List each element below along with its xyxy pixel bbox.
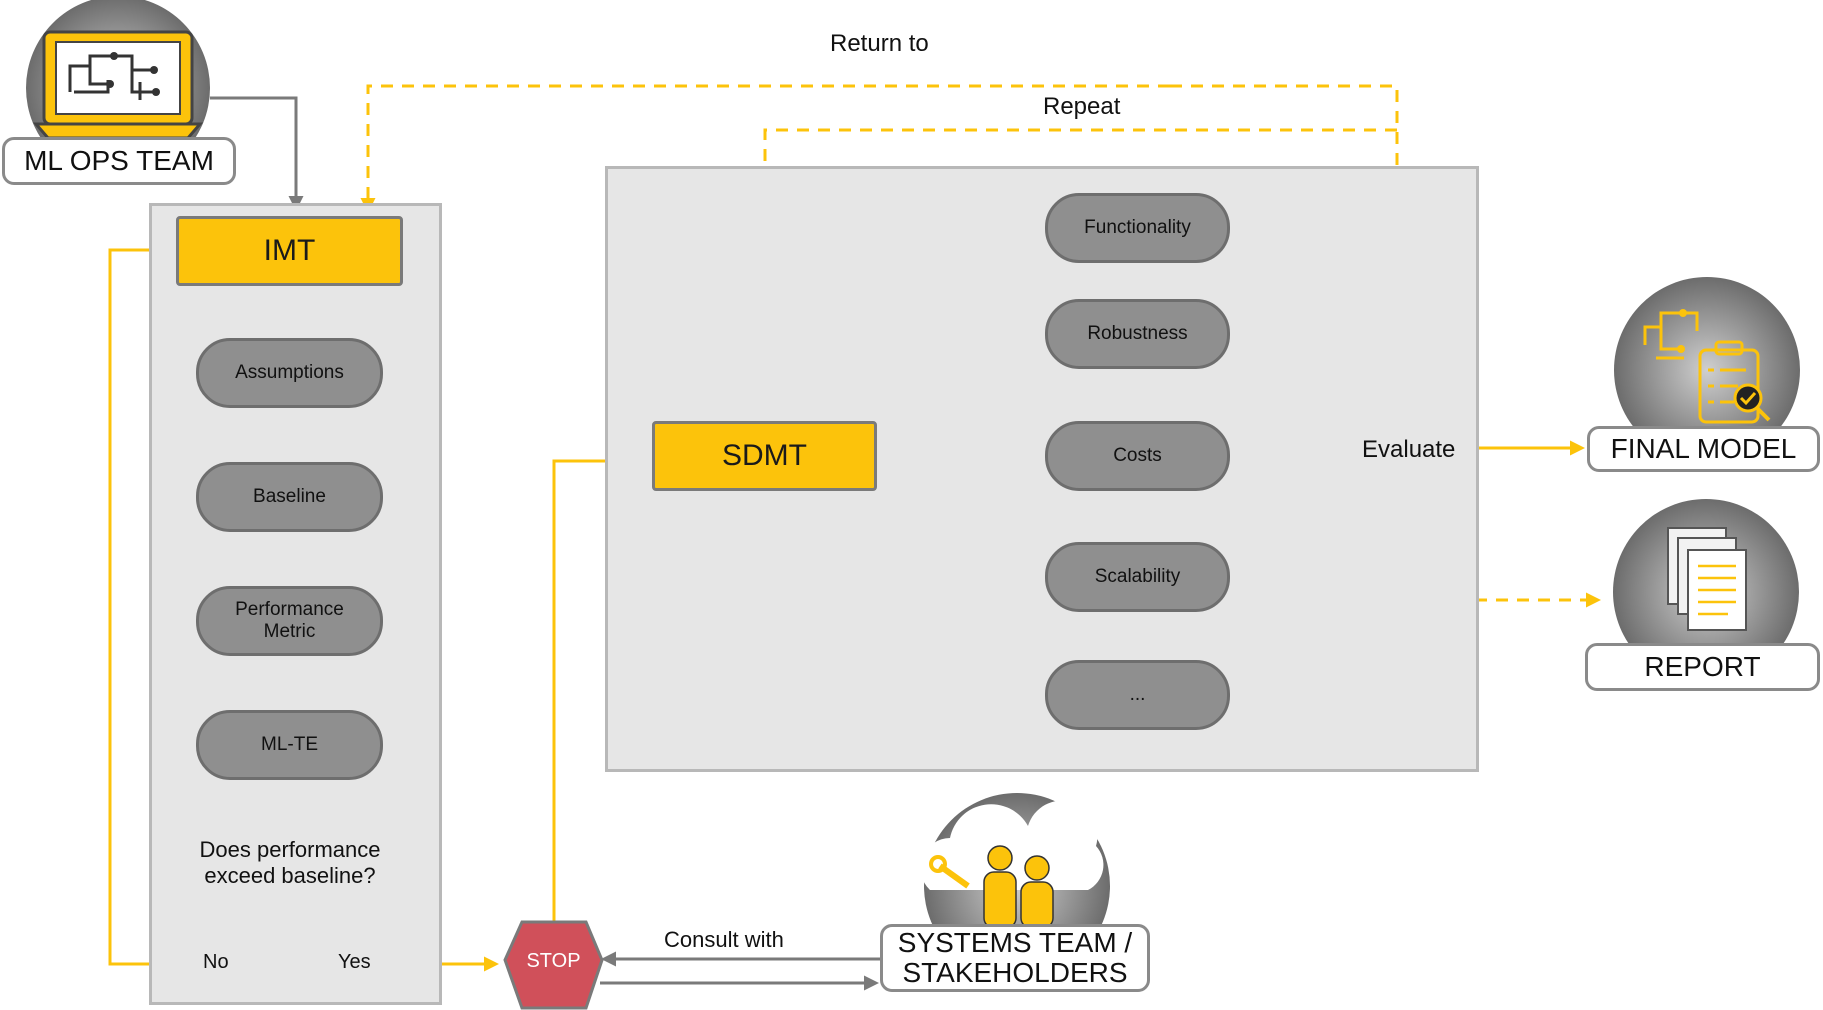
decision-question-line1: Does performance: [199, 837, 381, 862]
systems-team-label: SYSTEMS TEAM / STAKEHOLDERS: [880, 924, 1150, 992]
clipboard-check-icon: [1614, 277, 1800, 463]
sdmt-node[interactable]: SDMT: [652, 421, 877, 491]
decision-question-line2: exceed baseline?: [204, 863, 376, 888]
ml-ops-team-label: ML OPS TEAM: [2, 137, 236, 185]
criterion-functionality[interactable]: Functionality: [1045, 193, 1230, 263]
systems-team-line1: SYSTEMS TEAM /: [897, 927, 1133, 958]
stop-label: STOP: [526, 949, 581, 972]
evaluate-label: Evaluate: [1354, 436, 1464, 464]
criterion-more[interactable]: ...: [1045, 660, 1230, 730]
criterion-robustness[interactable]: Robustness: [1045, 299, 1230, 369]
performance-metric-node[interactable]: Performance Metric: [196, 586, 383, 656]
report-label: REPORT: [1585, 643, 1820, 691]
decision-yes: Yes: [338, 951, 371, 973]
imt-node[interactable]: IMT: [176, 216, 403, 286]
ml-te-node[interactable]: ML-TE: [196, 710, 383, 780]
criterion-scalability[interactable]: Scalability: [1045, 542, 1230, 612]
repeat-label: Repeat: [1043, 93, 1121, 120]
criterion-costs[interactable]: Costs: [1045, 421, 1230, 491]
assumptions-node[interactable]: Assumptions: [196, 338, 383, 408]
consult-with-label: Consult with: [664, 927, 784, 952]
systems-team-line2: STAKEHOLDERS: [902, 957, 1128, 988]
final-model-label: FINAL MODEL: [1587, 426, 1820, 472]
stop-sign: [503, 920, 604, 1010]
return-to-label: Return to: [830, 30, 929, 57]
baseline-node[interactable]: Baseline: [196, 462, 383, 532]
decision-no: No: [203, 951, 229, 973]
documents-icon: [1613, 499, 1799, 685]
